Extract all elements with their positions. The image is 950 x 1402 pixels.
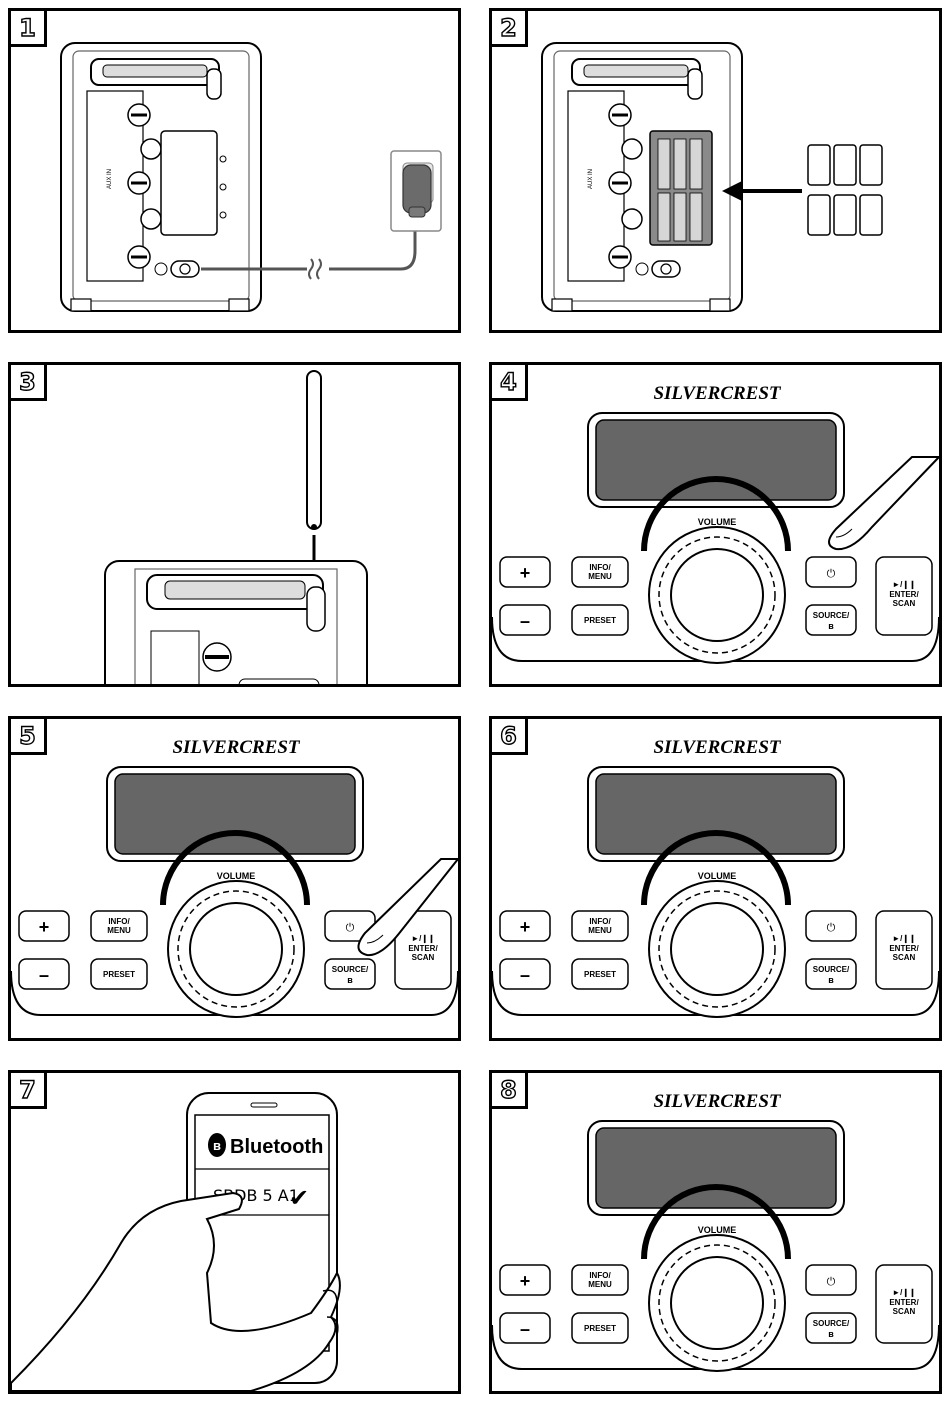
step-number-badge: 7 xyxy=(11,1073,47,1109)
step-number-badge: 4 xyxy=(492,365,528,401)
aux-in-label: AUX IN xyxy=(107,169,113,189)
svg-text:SCAN: SCAN xyxy=(893,599,916,608)
volume-label: VOLUME xyxy=(217,871,256,881)
step-6-panel: 6 SILVERCREST VOLUME + – INFO/ MENU PRES… xyxy=(489,716,942,1041)
svg-text:ʙ: ʙ xyxy=(347,975,353,985)
step-number-badge: 1 xyxy=(11,11,47,47)
svg-text:ʙ: ʙ xyxy=(828,621,834,631)
svg-text:+: + xyxy=(39,917,50,937)
smartphone-bluetooth-pairing: ʙ Bluetooth SBDB 5 A1 ✔ xyxy=(11,1092,341,1391)
step-8-panel: 8 SILVERCREST VOLUME + – INFO/ MENU PRES… xyxy=(489,1070,942,1394)
volume-label: VOLUME xyxy=(698,1225,737,1235)
svg-text:+: + xyxy=(520,917,531,937)
svg-text:SCAN: SCAN xyxy=(893,1307,916,1316)
front-panel-overview: SILVERCREST VOLUME + – INFO/ MENU PRESET… xyxy=(492,737,939,1018)
speaker-back-with-power-adapter: AUX IN xyxy=(60,42,442,312)
svg-text:SOURCE/: SOURCE/ xyxy=(332,965,369,974)
step-5-panel: 5 SILVERCREST VOLUME + – INFO/ MENU PRES… xyxy=(8,716,461,1041)
svg-text:+: + xyxy=(520,1271,531,1291)
svg-text:–: – xyxy=(520,965,530,985)
svg-text:INFO/: INFO/ xyxy=(589,917,611,926)
svg-text:–: – xyxy=(520,611,530,631)
step-number-badge: 6 xyxy=(492,719,528,755)
svg-text:ENTER/: ENTER/ xyxy=(889,1298,919,1307)
step-number-badge: 2 xyxy=(492,11,528,47)
svg-text:ʙ: ʙ xyxy=(213,1138,221,1153)
step-number-badge: 3 xyxy=(11,365,47,401)
svg-text:MENU: MENU xyxy=(107,926,131,935)
svg-text:ʙ: ʙ xyxy=(828,975,834,985)
svg-text:+: + xyxy=(520,563,531,583)
svg-text:–: – xyxy=(520,1319,530,1339)
step-number-badge: 8 xyxy=(492,1073,528,1109)
svg-text:ENTER/: ENTER/ xyxy=(889,944,919,953)
svg-text:SCAN: SCAN xyxy=(412,953,435,962)
svg-text:SOURCE/: SOURCE/ xyxy=(813,611,850,620)
antenna-insertion-illustration xyxy=(104,370,368,684)
svg-text:►/❙❙: ►/❙❙ xyxy=(892,1288,916,1298)
svg-text:⏻: ⏻ xyxy=(827,921,836,934)
step-number-badge: 5 xyxy=(11,719,47,755)
svg-text:►/❙❙: ►/❙❙ xyxy=(411,934,435,944)
brand-logo: SILVERCREST xyxy=(653,1091,781,1112)
bluetooth-label: Bluetooth xyxy=(230,1136,323,1158)
svg-text:ʙ: ʙ xyxy=(828,1329,834,1339)
svg-text:INFO/: INFO/ xyxy=(589,563,611,572)
svg-text:MENU: MENU xyxy=(588,572,612,581)
svg-text:–: – xyxy=(39,965,49,985)
svg-text:INFO/: INFO/ xyxy=(108,917,130,926)
svg-text:SOURCE/: SOURCE/ xyxy=(813,965,850,974)
svg-text:ENTER/: ENTER/ xyxy=(889,590,919,599)
brand-logo: SILVERCREST xyxy=(172,737,300,758)
svg-text:MENU: MENU xyxy=(588,926,612,935)
front-panel-overview: SILVERCREST VOLUME + – INFO/ MENU PRESET… xyxy=(492,1091,939,1372)
svg-text:INFO/: INFO/ xyxy=(589,1271,611,1280)
svg-text:MENU: MENU xyxy=(588,1280,612,1289)
step-7-panel: 7 ʙ Bluetooth SBDB 5 A1 ✔ xyxy=(8,1070,461,1394)
svg-text:ENTER/: ENTER/ xyxy=(408,944,438,953)
step-1-panel: 1 AUX IN xyxy=(8,8,461,333)
svg-text:⏻: ⏻ xyxy=(827,567,836,580)
speaker-back-battery-insertion: AUX IN xyxy=(541,42,883,312)
svg-text:PRESET: PRESET xyxy=(584,970,616,979)
svg-text:PRESET: PRESET xyxy=(584,1324,616,1333)
step-2-panel: 2 AUX IN xyxy=(489,8,942,333)
svg-text:SOURCE/: SOURCE/ xyxy=(813,1319,850,1328)
svg-text:SCAN: SCAN xyxy=(893,953,916,962)
svg-text:►/❙❙: ►/❙❙ xyxy=(892,934,916,944)
brand-logo: SILVERCREST xyxy=(653,383,781,404)
checkmark-icon: ✔ xyxy=(289,1184,309,1212)
front-panel-power-press: SILVERCREST VOLUME + – INFO/ MENU PRESET… xyxy=(492,383,939,664)
svg-text:⏻: ⏻ xyxy=(346,921,355,934)
volume-label: VOLUME xyxy=(698,871,737,881)
volume-label: VOLUME xyxy=(698,517,737,527)
svg-text:►/❙❙: ►/❙❙ xyxy=(892,580,916,590)
svg-text:PRESET: PRESET xyxy=(584,616,616,625)
front-panel-source-press: SILVERCREST VOLUME + – INFO/ MENU PRESET… xyxy=(11,737,458,1018)
brand-logo: SILVERCREST xyxy=(653,737,781,758)
aux-in-label: AUX IN xyxy=(588,169,594,189)
svg-text:PRESET: PRESET xyxy=(103,970,135,979)
svg-text:⏻: ⏻ xyxy=(827,1275,836,1288)
step-3-panel: 3 xyxy=(8,362,461,687)
step-4-panel: 4 SILVERCREST VOLUME + – INFO/ MENU PRES… xyxy=(489,362,942,687)
